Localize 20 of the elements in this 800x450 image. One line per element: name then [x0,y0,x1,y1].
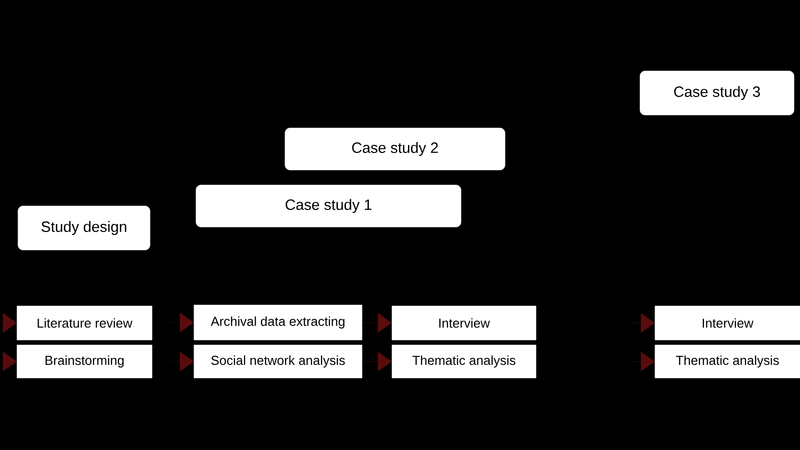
method-box: Thematic analysis [392,344,536,378]
method-box: Interview [654,306,800,340]
arrow [0,313,17,333]
arrow [170,312,194,332]
arrow [362,312,392,333]
arrow [630,352,655,372]
arrow [362,352,392,372]
method-box: Thematic analysis [654,344,800,378]
method-box: Social network analysis [194,344,362,378]
method-box: Archival data extracting [194,304,362,340]
stage-box: Case study 1 [196,184,462,228]
arrow [0,352,17,372]
method-box: Brainstorming [16,344,152,378]
arrow [630,313,655,333]
stage-box: Study design [18,206,150,250]
method-box: Literature review [16,306,152,340]
stage-box: Case study 3 [640,70,794,116]
arrow [170,352,194,372]
stage-box: Case study 2 [284,128,506,170]
method-box: Interview [392,306,536,340]
